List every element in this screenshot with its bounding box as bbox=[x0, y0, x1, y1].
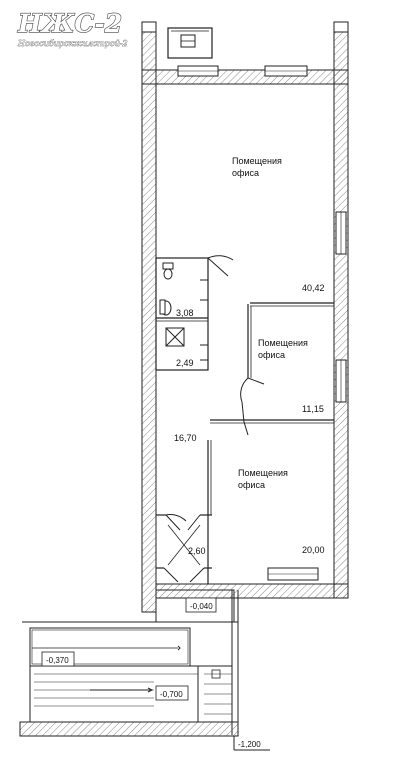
outer-walls bbox=[141, 21, 349, 613]
vestibule-area: 2,60 bbox=[188, 546, 206, 556]
entrance-porch bbox=[19, 589, 239, 737]
top-window-box bbox=[167, 27, 213, 59]
office-2-area: 11,15 bbox=[302, 404, 324, 414]
level-lower-landing: -0,700 bbox=[160, 690, 183, 699]
shower-area: 2,49 bbox=[176, 358, 194, 368]
toilet-tank-icon bbox=[159, 299, 166, 315]
level-labels: -0,040 -0,370 -0,700 -1,200 bbox=[41, 597, 261, 749]
office-3-name-line1: Помещения bbox=[238, 468, 288, 478]
office-2-name-line2: офиса bbox=[258, 350, 285, 360]
room-labels: Помещения офиса 40,42 Помещения офиса 11… bbox=[174, 156, 325, 556]
logo: НЖС-2 Новосибирскжилстрой-2 bbox=[16, 8, 128, 48]
level-entrance: -0,040 bbox=[190, 602, 213, 611]
level-landing: -0,370 bbox=[46, 656, 69, 665]
partitions bbox=[155, 257, 334, 584]
corridor-area: 16,70 bbox=[174, 433, 197, 443]
office-2-name-line1: Помещения bbox=[258, 338, 308, 348]
logo-subtitle: Новосибирскжилстрой-2 bbox=[17, 39, 128, 48]
office-3-name-line2: офиса bbox=[238, 480, 265, 490]
level-marker-ground bbox=[233, 736, 270, 751]
level-ground: -1,200 bbox=[238, 740, 261, 749]
wc-area: 3,08 bbox=[176, 308, 194, 318]
office-3-area: 20,00 bbox=[302, 545, 325, 555]
windows bbox=[177, 65, 347, 581]
vestibule-cross bbox=[167, 524, 201, 566]
fixtures bbox=[159, 262, 185, 347]
sink-basin-icon bbox=[163, 268, 173, 280]
office-1-area: 40,42 bbox=[302, 283, 325, 293]
office-1-name-line1: Помещения bbox=[232, 156, 282, 166]
doors bbox=[163, 255, 265, 583]
logo-title: НЖС-2 bbox=[17, 9, 122, 38]
office-1-name-line2: офиса bbox=[232, 168, 259, 178]
sink-icon bbox=[162, 262, 174, 270]
